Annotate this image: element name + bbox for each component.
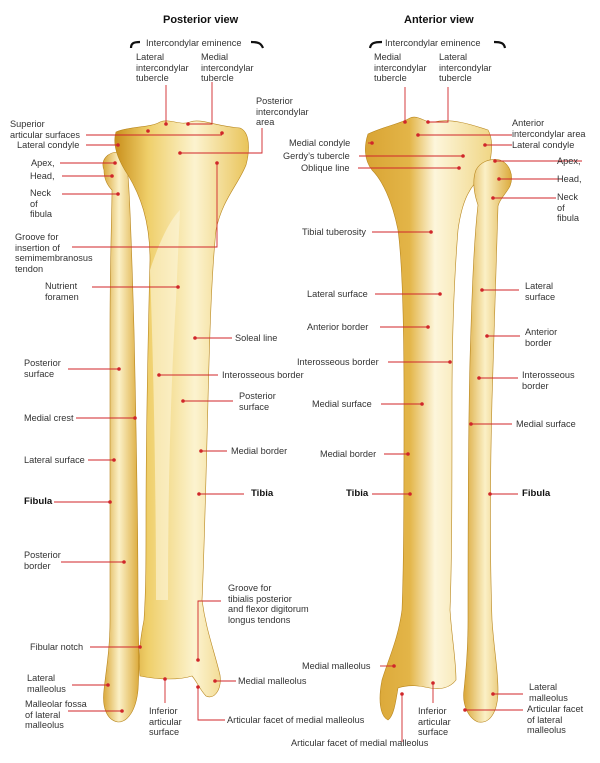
label-medial-surface-tibia: Medial surface <box>312 399 372 409</box>
label-lateral-condyle-ant: Lateral condyle <box>512 140 575 150</box>
label-neck-fibula-post: Neck of fibula <box>30 188 52 220</box>
label-fibula-ant: Fibula <box>522 488 551 499</box>
label-medial-surface-fibula: Medial surface <box>516 419 576 429</box>
label-head-ant: Head, <box>557 174 582 184</box>
label-lateral-surface-tibia-ant: Lateral surface <box>307 289 368 299</box>
label-anterior-intercondylar-area: Anterior intercondylar area <box>512 118 586 139</box>
label-gerdys-tubercle: Gerdy’s tubercle <box>283 151 350 161</box>
label-fibula-post: Fibula <box>24 496 53 507</box>
label-tibia-post: Tibia <box>251 488 274 499</box>
eminence-bracket-posterior <box>129 40 265 49</box>
label-apex-ant: Apex, <box>557 156 581 166</box>
label-medial-malleolus-ant: Medial malleolus <box>302 661 371 671</box>
leader-lines <box>54 82 582 742</box>
label-interosseous-border-post: Interosseous border <box>222 370 304 380</box>
label-posterior-border: Posterior border <box>24 550 61 571</box>
posterior-view-title: Posterior view <box>163 14 239 26</box>
label-medial-border-post: Medial border <box>231 446 288 456</box>
label-neck-fibula-ant: Neck of fibula <box>557 192 579 224</box>
label-interosseous-border-fibula-ant: Interosseous border <box>522 370 575 391</box>
label-articular-facet-medial-malleolus-ant: Articular facet of medial malleolus <box>291 738 429 748</box>
label-nutrient-foramen: Nutrient foramen <box>45 281 79 302</box>
label-malleolar-fossa: Malleolar fossa of lateral malleolus <box>25 699 87 731</box>
label-posterior-surface-fibula: Posterior surface <box>24 358 61 379</box>
leader-dots <box>106 120 501 713</box>
label-groove-tibialis-posterior: Groove for tibialis posterior and flexor… <box>228 583 309 625</box>
label-lateral-malleolus-ant: Lateral malleolus <box>529 682 568 703</box>
label-posterior-surface-tibia: Posterior surface <box>239 391 276 412</box>
label-posterior-intercondylar-area: Posterior intercondylar area <box>256 96 309 128</box>
label-medial-crest: Medial crest <box>24 413 74 423</box>
label-lateral-intercondylar-tubercle-post: Lateral intercondylar tubercle <box>136 52 189 84</box>
label-groove-semimembranosus: Groove for insertion of semimembranosus … <box>15 232 93 274</box>
anterior-view-title: Anterior view <box>404 14 474 26</box>
label-lateral-surface-fibula-ant: Lateral surface <box>525 281 556 302</box>
label-medial-intercondylar-tubercle-ant: Medial intercondylar tubercle <box>374 52 427 84</box>
label-tibial-tuberosity: Tibial tuberosity <box>302 227 366 237</box>
label-medial-malleolus-post: Medial malleolus <box>238 676 307 686</box>
anterior-eminence-label: Intercondylar eminence <box>385 38 481 48</box>
label-anterior-border-tibia: Anterior border <box>307 322 369 332</box>
label-inferior-articular-surface-post: Inferior articular surface <box>149 706 182 738</box>
label-medial-intercondylar-tubercle-post: Medial intercondylar tubercle <box>201 52 254 84</box>
label-tibia-ant: Tibia <box>346 488 369 499</box>
label-lateral-surface-post: Lateral surface <box>24 455 85 465</box>
label-interosseous-border-tibia-ant: Interosseous border <box>297 357 379 367</box>
label-oblique-line: Oblique line <box>301 163 350 173</box>
label-lateral-intercondylar-tubercle-ant: Lateral intercondylar tubercle <box>439 52 492 84</box>
posterior-tibia <box>114 120 249 698</box>
label-superior-articular-surfaces: Superior articular surfaces <box>10 119 80 140</box>
label-soleal-line: Soleal line <box>235 333 278 343</box>
posterior-fibula <box>102 151 140 723</box>
label-lateral-malleolus-post: Lateral malleolus <box>27 673 66 694</box>
label-anterior-border-fibula: Anterior border <box>525 327 558 348</box>
posterior-eminence-label: Intercondylar eminence <box>146 38 242 48</box>
label-head-post: Head, <box>30 171 55 181</box>
label-lateral-condyle-post: Lateral condyle <box>17 140 80 150</box>
label-apex-post: Apex, <box>31 158 55 168</box>
label-medial-condyle-ant: Medial condyle <box>289 138 351 148</box>
anterior-fibula <box>463 159 512 723</box>
label-articular-facet-medial-malleolus-post: Articular facet of medial malleolus <box>227 715 365 725</box>
label-articular-facet-lateral-malleolus: Articular facet of lateral malleolus <box>527 704 584 736</box>
eminence-bracket-anterior <box>368 40 507 49</box>
label-fibular-notch: Fibular notch <box>30 642 84 652</box>
label-inferior-articular-surface-ant: Inferior articular surface <box>418 706 451 738</box>
label-medial-border-ant: Medial border <box>320 449 377 459</box>
anterior-tibia <box>365 116 492 721</box>
